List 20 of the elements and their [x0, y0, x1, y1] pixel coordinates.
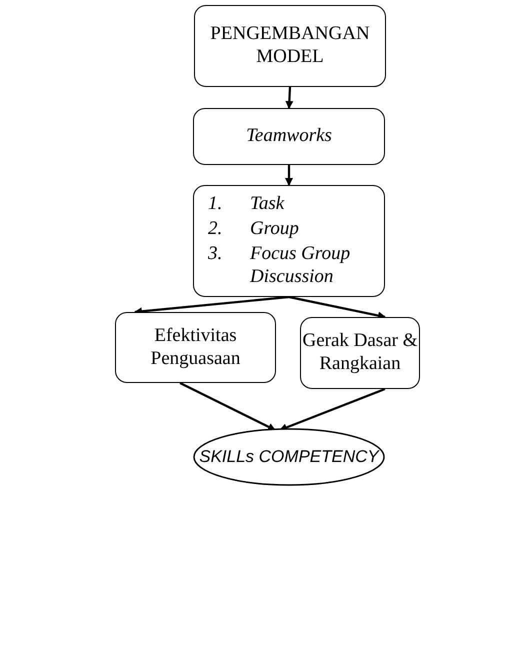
node-label: Teamworks: [246, 125, 332, 148]
arrow: [288, 296, 386, 320]
process-box: [115, 312, 276, 383]
process-box: [300, 317, 420, 389]
list-item-text: Focus Group Discussion: [250, 243, 352, 289]
node-label: Efektivitas Penguasaan: [150, 324, 242, 370]
arrow: [285, 165, 293, 186]
list-item-text: 3.: [208, 243, 224, 266]
node-label: SKILLs COMPETENCY: [199, 446, 379, 468]
process-box: [193, 108, 385, 165]
node-label: Gerak Dasar & Rangkaian: [301, 330, 418, 376]
list-item-text: Group: [250, 218, 300, 241]
list-box: [193, 185, 385, 297]
result-ellipse: [193, 428, 385, 486]
list-item-text: 1.: [208, 193, 224, 216]
list-item-text: 2.: [208, 218, 224, 241]
arrow: [285, 86, 294, 109]
list-item-text: Task: [250, 193, 286, 216]
process-box: [194, 5, 386, 87]
node-label: PENGEMBANGAN MODEL: [209, 23, 371, 69]
